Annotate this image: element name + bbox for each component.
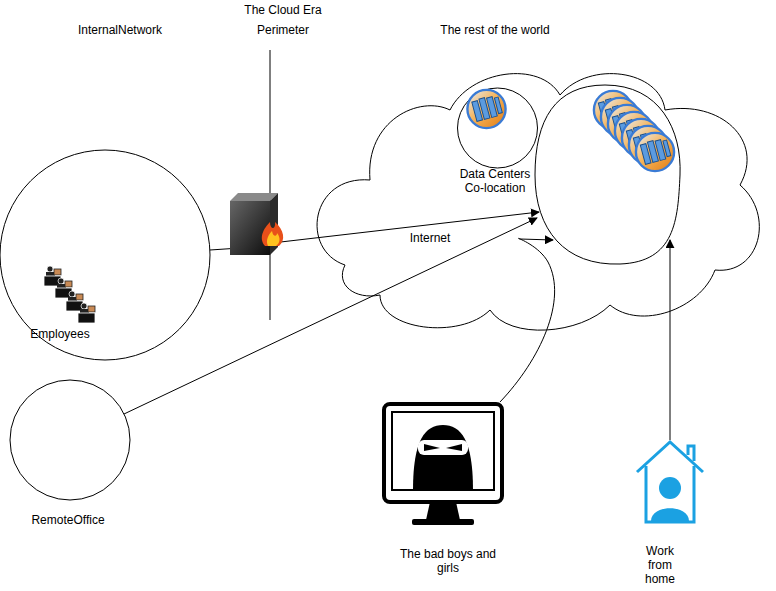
node-shape: RemoteOffice xyxy=(8,378,132,533)
heading-label: Perimeter xyxy=(257,23,309,37)
connector-arrow xyxy=(670,240,671,440)
heading-label: The Cloud Era xyxy=(244,3,321,17)
node-shape: Data Centers Co-location xyxy=(450,85,545,197)
node-label: Employees xyxy=(15,327,105,341)
node-shape: The rest of the worldData Centers Co-loc… xyxy=(310,18,765,340)
firewall-icon xyxy=(230,193,283,255)
connector-arrow xyxy=(124,218,537,414)
connector-arrow xyxy=(500,238,555,402)
node-shape: Employees xyxy=(0,150,212,362)
node-outline xyxy=(8,378,132,533)
node-label: The rest of the world xyxy=(410,23,580,37)
perimeter-line xyxy=(270,50,271,320)
node-outline xyxy=(310,18,765,340)
node-label: RemoteOffice xyxy=(13,513,123,527)
node-shape: The bad boys and girls xyxy=(375,395,520,585)
node-label: The bad boys and girls xyxy=(394,547,502,575)
edge-label: Internet xyxy=(408,231,453,245)
node-shape: Work from home xyxy=(625,435,715,590)
node-label: Work from home xyxy=(637,544,683,586)
node-label: Data Centers Co-location xyxy=(454,167,536,195)
heading-label: InternalNetwork xyxy=(78,23,162,37)
